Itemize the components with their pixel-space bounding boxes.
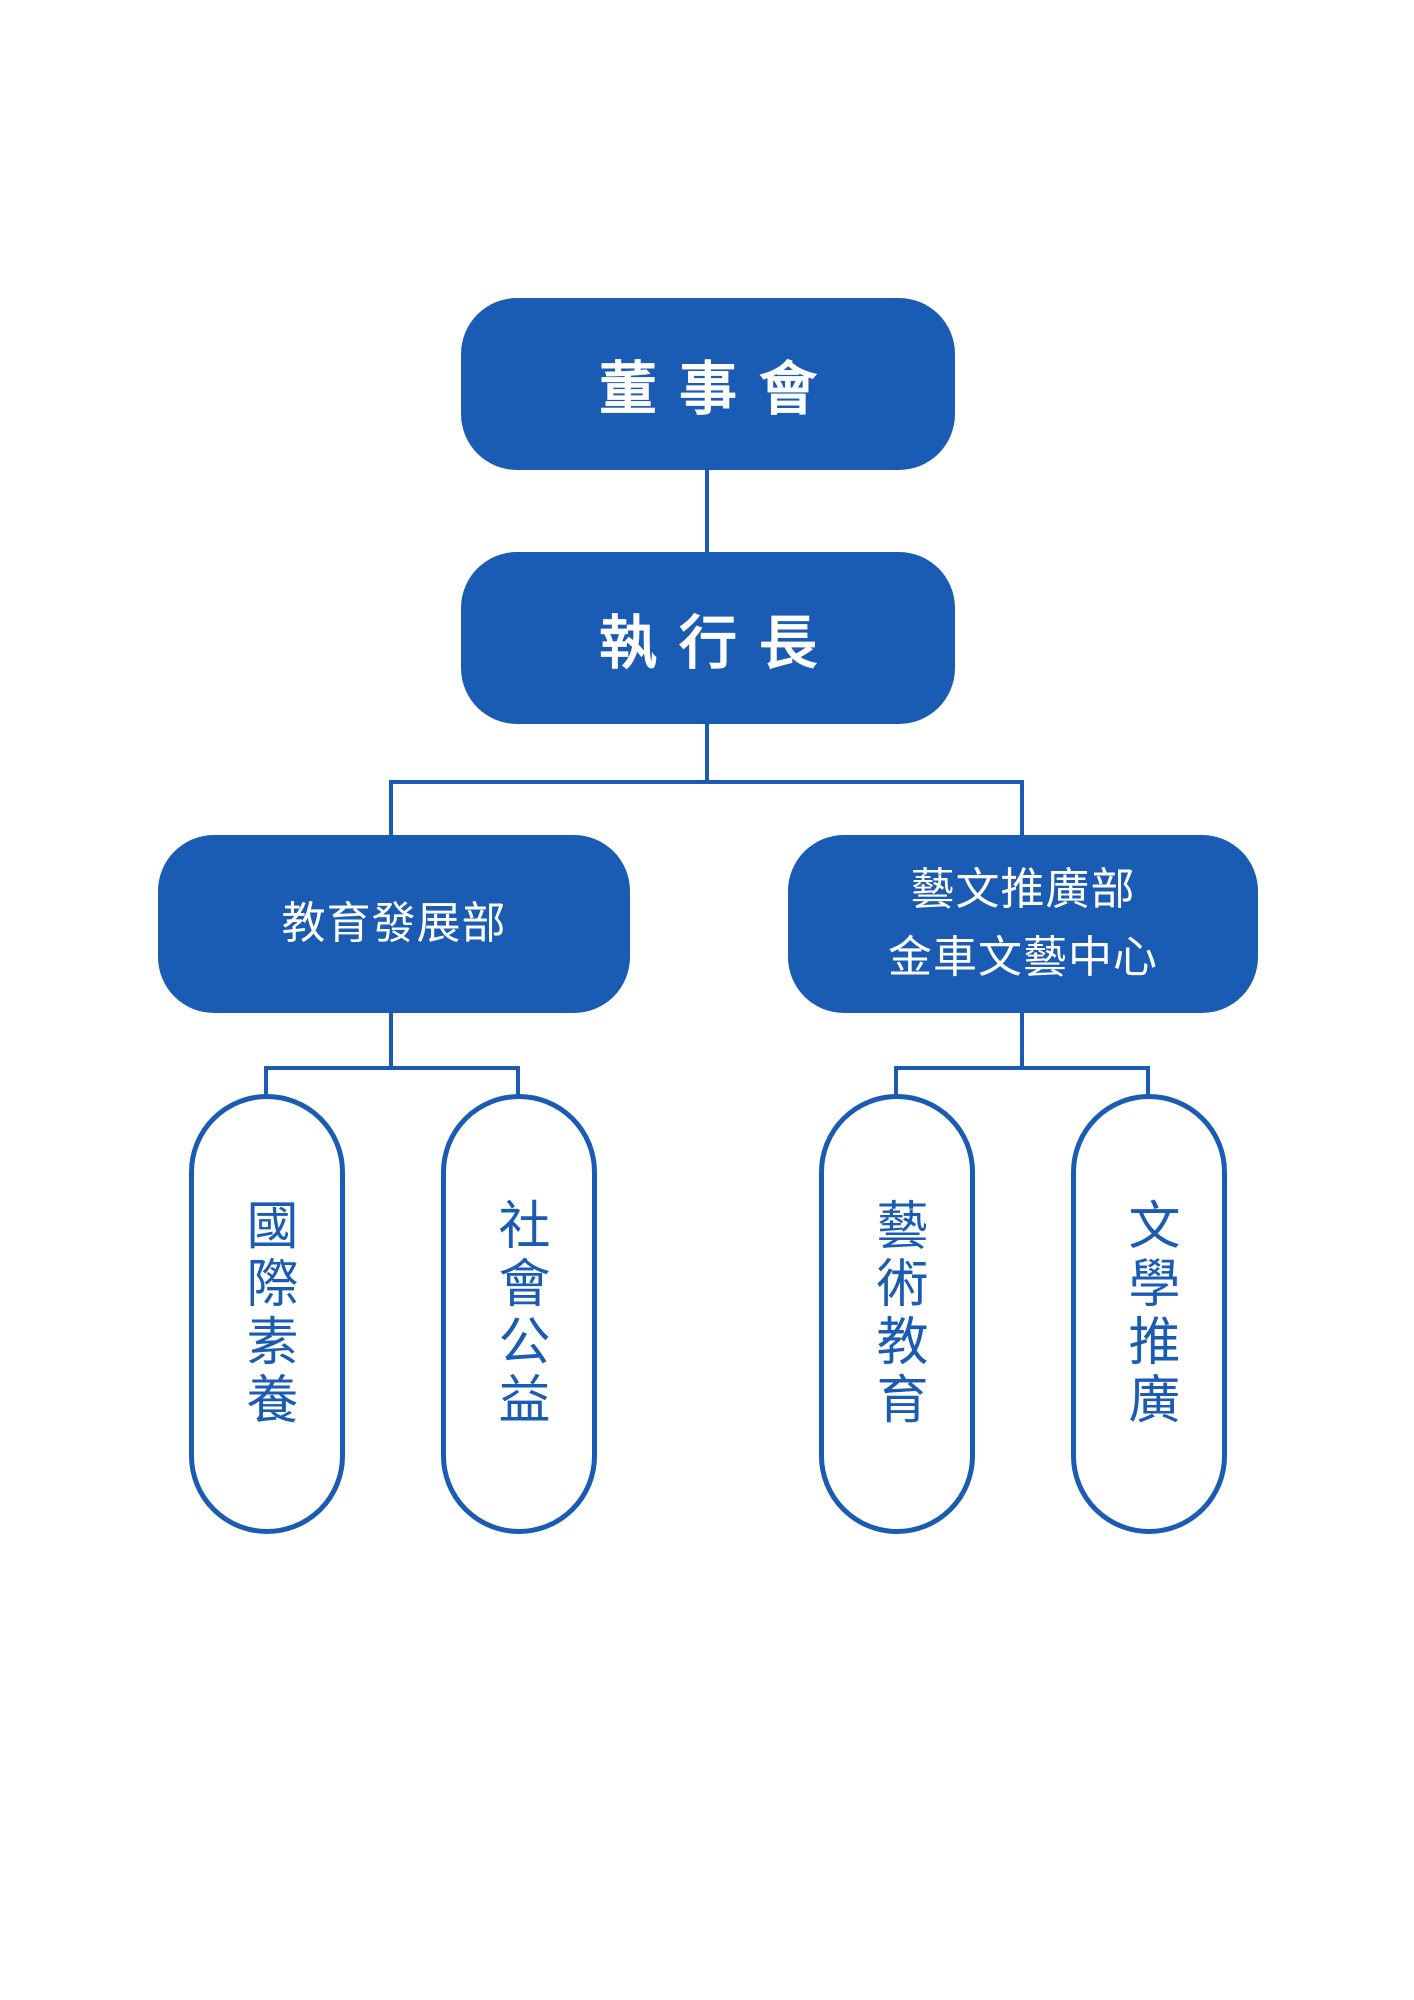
ceo-label: 執行長 — [598, 609, 839, 677]
unit-social-welfare: 社會公益 — [441, 1094, 597, 1534]
unit-label: 文學推廣 — [1119, 1198, 1179, 1430]
unit-label: 藝術教育 — [867, 1198, 927, 1430]
arts-department-label: 藝文推廣部 — [910, 863, 1136, 915]
arts-department-node: 藝文推廣部 金車文藝中心 — [788, 835, 1258, 1013]
arts-center-label: 金車文藝中心 — [888, 932, 1158, 983]
unit-international-literacy: 國際素養 — [189, 1094, 345, 1534]
ceo-node: 執行長 — [461, 552, 955, 724]
connector-ceo-departments — [389, 720, 1024, 840]
education-department-node: 教育發展部 — [158, 835, 630, 1013]
board-node: 董事會 — [461, 298, 955, 470]
unit-label: 社會公益 — [489, 1198, 549, 1430]
education-department-label: 教育發展部 — [281, 897, 507, 949]
connector-arts-units — [894, 1011, 1150, 1098]
unit-literature-promotion: 文學推廣 — [1071, 1094, 1227, 1534]
unit-arts-education: 藝術教育 — [819, 1094, 975, 1534]
connector-education-units — [264, 1011, 520, 1098]
unit-label: 國際素養 — [237, 1198, 297, 1430]
board-label: 董事會 — [598, 355, 839, 423]
